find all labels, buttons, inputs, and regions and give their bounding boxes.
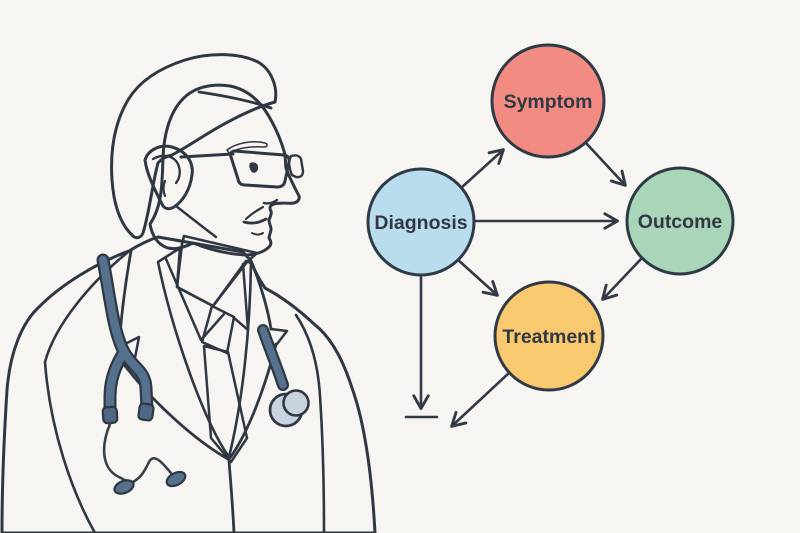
shirt-collar-right	[231, 262, 250, 332]
stethoscope-right-tube	[259, 326, 287, 389]
node-treatment: Treatment	[493, 280, 605, 392]
node-symptom: Symptom	[490, 43, 606, 159]
lapel-left-lower-edge	[121, 361, 230, 461]
jaw-line	[174, 204, 218, 239]
hair	[110, 53, 278, 240]
node-diagnosis-label: Diagnosis	[374, 212, 467, 234]
nostril-line	[262, 198, 279, 205]
stethoscope-ear-tube-cap-left	[101, 405, 119, 425]
glasses-temple-arm	[179, 152, 235, 159]
node-outcome-label: Outcome	[638, 211, 723, 233]
edge-treatment-downleft	[450, 370, 512, 428]
coat	[0, 235, 377, 533]
node-symptom-label: Symptom	[504, 91, 593, 113]
ear-tragus-detail	[162, 179, 167, 198]
lapel-right-notch	[269, 327, 289, 346]
smile-crease	[244, 205, 265, 221]
ear	[143, 144, 194, 211]
node-treatment-label: Treatment	[502, 326, 596, 348]
node-treatment-circle	[493, 280, 605, 392]
causal-diagram: Diagnosis Symptom Outcome Treatment	[366, 43, 735, 428]
stethoscope-thin-tube-loop	[129, 457, 175, 485]
mouth	[242, 217, 268, 225]
edge-symptom-outcome	[584, 141, 627, 187]
glasses-far-lens	[287, 154, 305, 179]
stethoscope-chestpiece-diaphragm	[282, 389, 310, 417]
face	[148, 83, 301, 257]
node-diagnosis: Diagnosis	[366, 167, 476, 277]
node-diagnosis-circle	[366, 167, 476, 277]
node-outcome-circle	[625, 166, 735, 276]
coat-right-arm-seam	[294, 313, 326, 533]
edge-diagnosis-treatment	[455, 257, 499, 297]
lapel-right-roll-edge	[250, 261, 273, 331]
doctor-illustration	[0, 53, 377, 533]
tie-body	[202, 344, 249, 464]
coat-center-seam	[227, 459, 236, 533]
stethoscope	[96, 253, 310, 495]
edge-outcome-treatment	[601, 257, 643, 301]
node-symptom-circle	[490, 43, 606, 159]
stethoscope-left-branch	[105, 347, 129, 417]
chin-crease	[251, 232, 264, 236]
stethoscope-ear-tube-cap-right	[137, 402, 155, 422]
stethoscope-ear-olive-right	[165, 470, 187, 488]
glasses-lens	[229, 149, 291, 189]
node-outcome: Outcome	[625, 166, 735, 276]
ear-inner-detail	[151, 154, 181, 185]
shirt-collar-left	[164, 257, 226, 342]
stethoscope-thin-tube-left	[102, 422, 134, 486]
stethoscope-ear-olive-left	[113, 479, 135, 495]
hair-swoosh	[197, 90, 273, 110]
eyebrow	[226, 141, 268, 154]
edge-diagnosis-symptom	[459, 148, 505, 190]
eye	[249, 162, 259, 173]
coat-left-arm-seam	[43, 250, 130, 533]
shirt	[156, 246, 253, 459]
